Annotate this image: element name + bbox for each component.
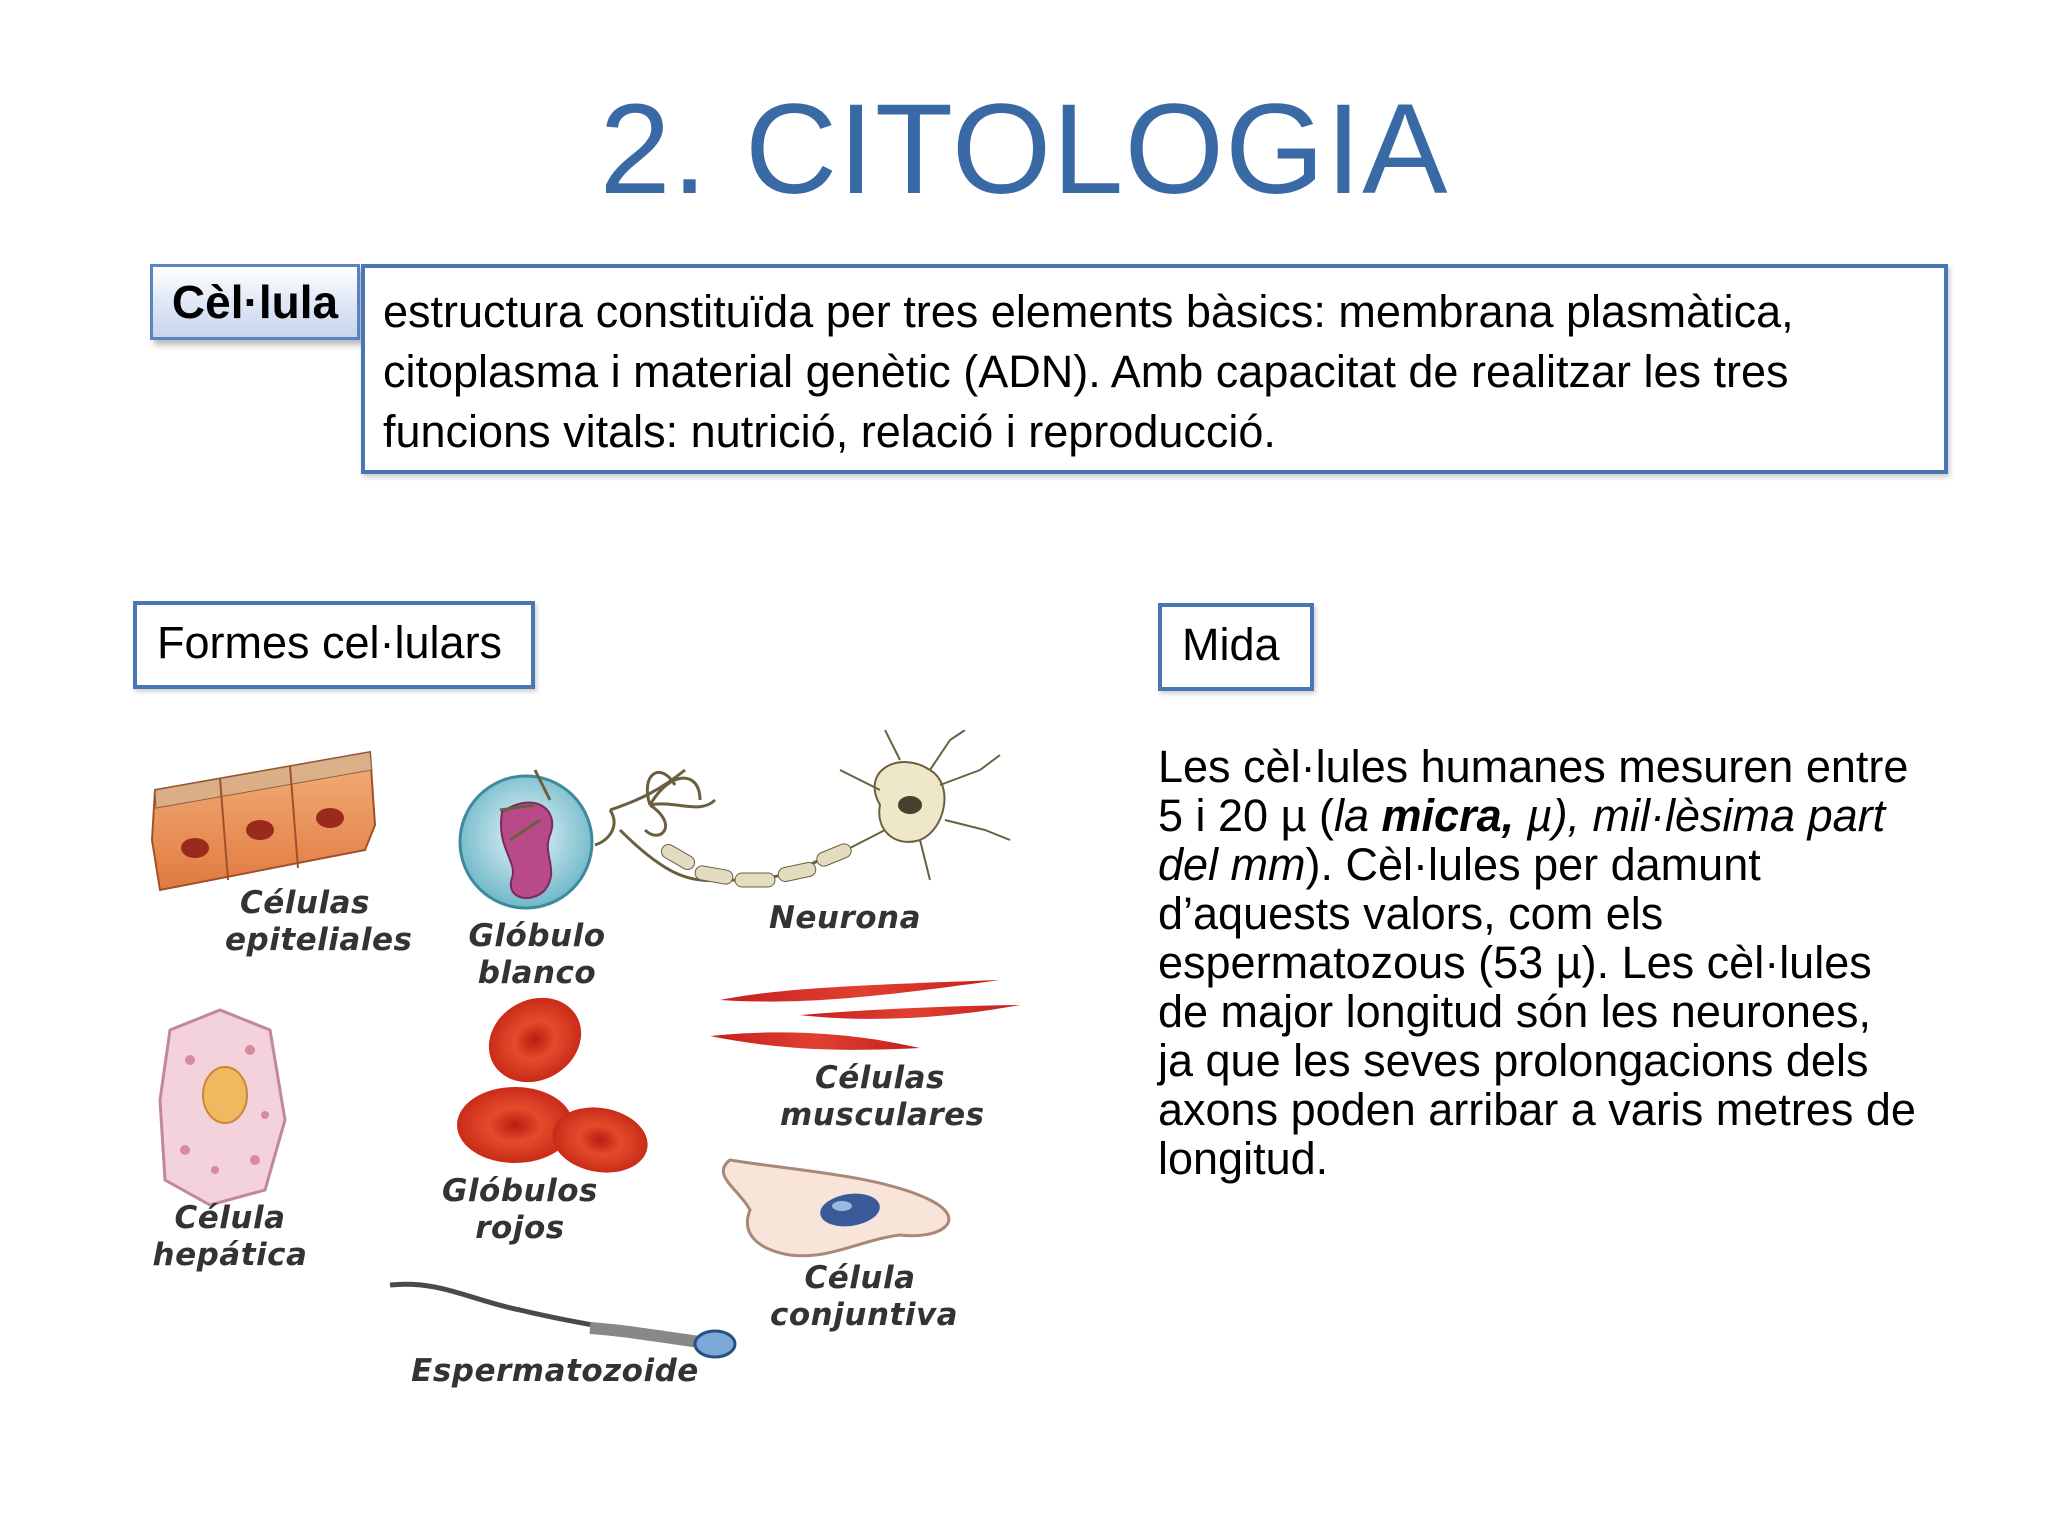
label-sperm: Espermatozoide xyxy=(411,1353,699,1389)
connective-cell-drawing xyxy=(721,1158,951,1258)
size-text-bold-italic: micra, xyxy=(1381,790,1515,841)
white-blood-cell-drawing xyxy=(458,774,594,910)
muscle-cells-drawing xyxy=(710,980,1020,1050)
size-text-italic2: µ), mil·lèsima part del mm xyxy=(1158,790,1886,890)
size-text-part2: ). Cèl·lules per damunt d’aquests valors… xyxy=(1158,839,1916,1184)
neuron-drawing xyxy=(499,730,1011,888)
slide-title: 2. CITOLOGIA xyxy=(599,78,1449,221)
sperm-drawing xyxy=(389,1281,737,1359)
size-label: Mida xyxy=(1158,603,1314,691)
size-text-italic1: la xyxy=(1334,790,1382,841)
label-neuron: Neurona xyxy=(768,900,922,936)
cell-drawings xyxy=(150,730,1020,1359)
definition-text: estructura constituïda per tres elements… xyxy=(361,264,1948,474)
epithelial-cells-drawing xyxy=(150,750,377,892)
size-paragraph: Les cèl·lules humanes mesuren entre 5 i … xyxy=(1158,742,1918,1183)
red-blood-cells-drawing xyxy=(457,997,648,1173)
size-text-part1: Les cèl·lules humanes mesuren entre 5 i … xyxy=(1158,741,1909,841)
forms-label: Formes cel·lulars xyxy=(133,601,535,689)
hepatic-cell-drawing xyxy=(158,1008,287,1207)
definition-term: Cèl·lula xyxy=(150,264,360,340)
